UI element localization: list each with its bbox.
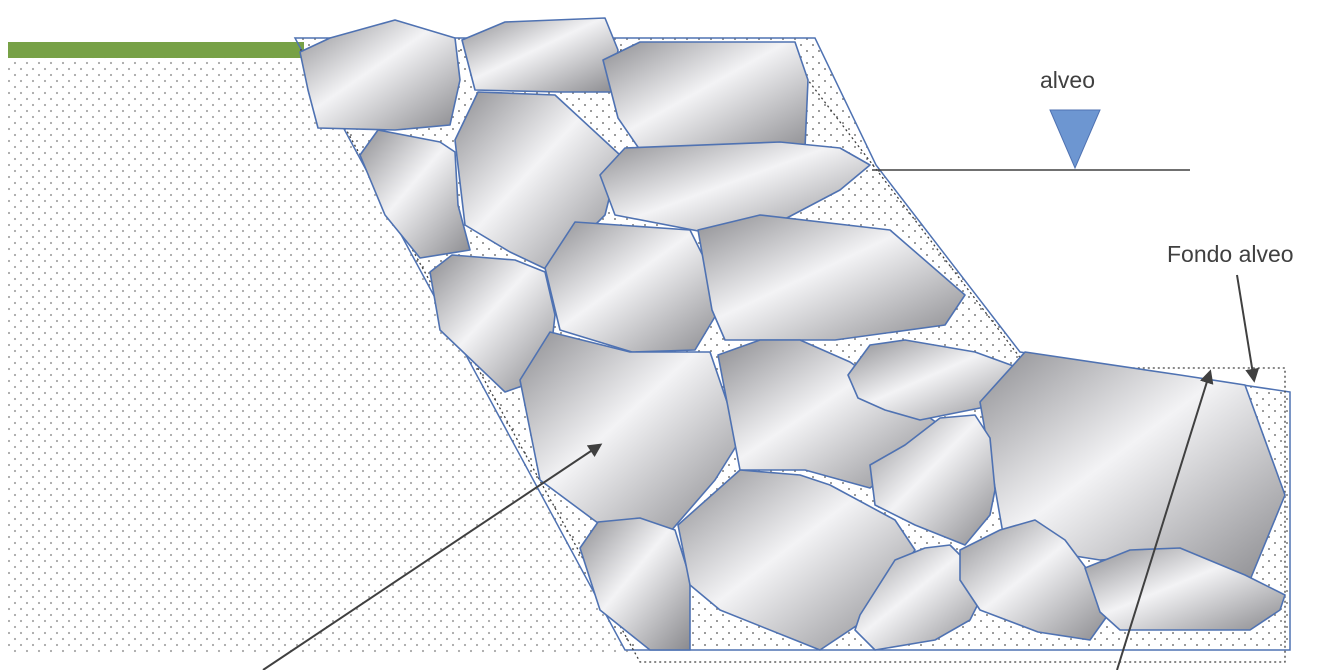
bed-label: Fondo alveo	[1167, 241, 1294, 267]
rock	[299, 19, 461, 131]
water-label: alveo	[1040, 67, 1095, 93]
fill-pointer-arrow	[1116, 369, 1214, 670]
rock	[359, 129, 471, 259]
rock	[519, 331, 741, 533]
rock	[544, 221, 726, 353]
rock	[869, 414, 996, 546]
water-level-icon	[1049, 109, 1101, 170]
rocks	[299, 17, 1286, 651]
rock	[677, 469, 916, 651]
rock	[461, 17, 619, 93]
rock	[602, 41, 809, 157]
bed-arrow	[1236, 274, 1260, 383]
rock	[854, 544, 986, 651]
rock-pointer-arrow	[262, 443, 603, 670]
rock	[599, 141, 871, 241]
soil-mass	[8, 58, 640, 655]
rock	[697, 214, 966, 341]
grass-strip	[8, 42, 304, 58]
